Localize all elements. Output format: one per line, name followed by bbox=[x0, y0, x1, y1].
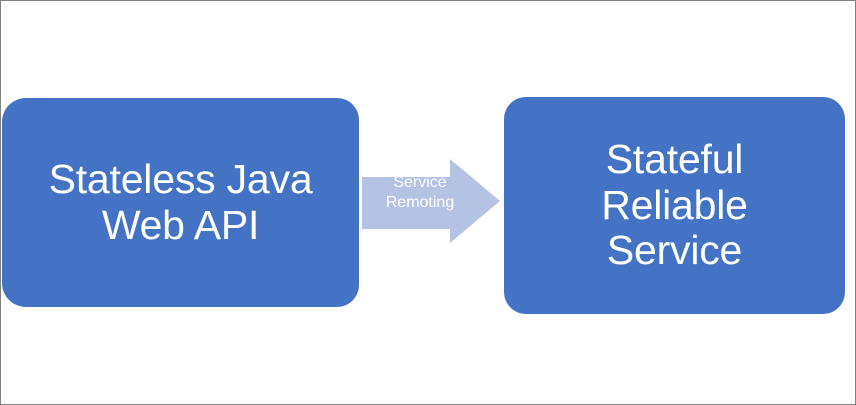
block-arrow-right-icon bbox=[362, 159, 500, 243]
node-label-stateless-java-web-api: Stateless Java Web API bbox=[48, 155, 313, 248]
node-stateless-java-web-api[interactable]: Stateless Java Web API bbox=[2, 98, 359, 307]
node-stateful-reliable-service[interactable]: Stateful Reliable Service bbox=[504, 97, 845, 314]
connector-service-remoting-arrow[interactable] bbox=[362, 159, 500, 243]
node-label-stateful-reliable-service: Stateful Reliable Service bbox=[601, 135, 748, 274]
